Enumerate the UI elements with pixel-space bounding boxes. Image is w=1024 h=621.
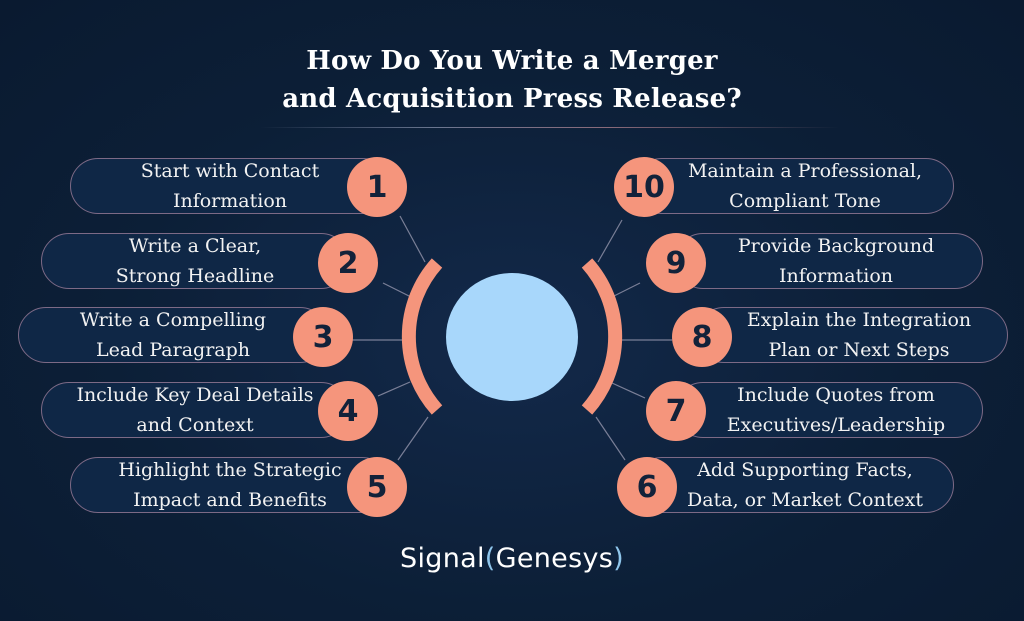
step-8-number-badge: 8 <box>672 307 732 367</box>
step-9-line-1: Provide Background <box>737 235 935 257</box>
step-7-number-badge: 7 <box>646 381 706 441</box>
logo-word-genesys: Genesys <box>495 543 614 574</box>
step-3-line-1: Write a Compelling <box>79 309 267 331</box>
step-2-number-badge: 2 <box>318 233 378 293</box>
step-2-card: Write a Clear, Strong Headline <box>41 233 349 289</box>
step-4-line-2: and Context <box>136 414 254 436</box>
right-bracket-arc <box>581 258 623 415</box>
step-6-line-1: Add Supporting Facts, <box>697 459 913 481</box>
step-4-line-1: Include Key Deal Details <box>76 384 314 406</box>
step-9-number-badge: 9 <box>646 233 706 293</box>
step-10-line-1: Maintain a Professional, <box>687 160 923 182</box>
step-3-number-badge: 3 <box>293 307 353 367</box>
title-divider <box>260 127 840 128</box>
title-line-1: How Do You Write a Merger <box>306 46 718 76</box>
step-10-line-2: Compliant Tone <box>729 190 881 212</box>
logo-close-paren: ) <box>613 543 624 574</box>
step-4-card: Include Key Deal Details and Context <box>41 382 349 438</box>
step-7-line-1: Include Quotes from <box>737 384 935 406</box>
left-bracket-arc <box>401 258 443 415</box>
step-6-number-badge: 6 <box>617 457 677 517</box>
step-2-line-1: Write a Clear, <box>128 235 262 257</box>
step-8-line-1: Explain the Integration <box>746 309 972 331</box>
step-8-line-2: Plan or Next Steps <box>768 339 950 361</box>
step-1-line-1: Start with Contact <box>140 160 320 182</box>
step-9-line-2: Information <box>778 265 893 287</box>
logo-open-paren: ( <box>484 543 496 574</box>
step-6-card: Add Supporting Facts, Data, or Market Con… <box>634 457 954 513</box>
step-2-line-2: Strong Headline <box>115 265 275 287</box>
step-7-line-2: Executives/Leadership <box>726 414 946 436</box>
step-5-line-2: Impact and Benefits <box>133 489 327 511</box>
step-1-line-2: Information <box>172 190 287 212</box>
step-3-line-2: Lead Paragraph <box>95 339 251 361</box>
step-4-number-badge: 4 <box>318 381 378 441</box>
page-title: How Do You Write a Merger and Acquisitio… <box>0 42 1024 118</box>
brand-logo: Signal(Genesys) <box>0 543 1024 574</box>
title-line-2: and Acquisition Press Release? <box>282 84 742 114</box>
step-1-number-badge: 1 <box>347 157 407 217</box>
step-10-card: Maintain a Professional, Compliant Tone <box>634 158 954 214</box>
step-5-line-1: Highlight the Strategic <box>118 459 342 481</box>
step-5-number-badge: 5 <box>347 457 407 517</box>
step-6-line-2: Data, or Market Context <box>687 489 923 511</box>
logo-word-signal: Signal <box>400 543 485 574</box>
center-circle <box>446 273 578 401</box>
step-10-number-badge: 10 <box>614 157 674 217</box>
